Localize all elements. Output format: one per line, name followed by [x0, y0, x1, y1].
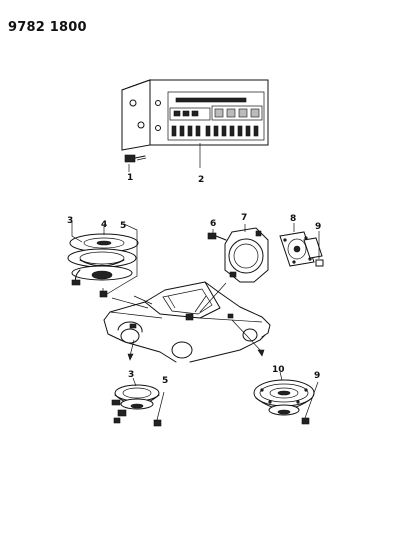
- callout-10: 10: [272, 365, 285, 375]
- front-speaker-assembly: [67, 233, 139, 298]
- callout-8: 8: [290, 214, 296, 224]
- callout-2: 2: [198, 175, 204, 185]
- callout-3-rear: 3: [128, 370, 134, 380]
- callout-4: 4: [101, 220, 107, 230]
- callout-9-rear: 9: [314, 371, 320, 381]
- callout-9-top: 9: [315, 222, 321, 232]
- diagram-code: 9782 1800: [8, 20, 87, 35]
- door-speaker-adapter: [207, 223, 324, 283]
- rear-speaker-right: [253, 371, 319, 425]
- callout-7: 7: [241, 213, 247, 223]
- callout-1: 1: [127, 173, 133, 183]
- radio-unit: [121, 79, 269, 151]
- rear-speaker-left: [111, 377, 165, 427]
- mounting-screw: [124, 154, 147, 172]
- vehicle-silhouette: [103, 281, 271, 363]
- callout-5-front: 5: [120, 221, 126, 231]
- callout-6: 6: [210, 219, 216, 229]
- callout-5-rear: 5: [162, 376, 168, 386]
- callout-3-front: 3: [67, 216, 73, 226]
